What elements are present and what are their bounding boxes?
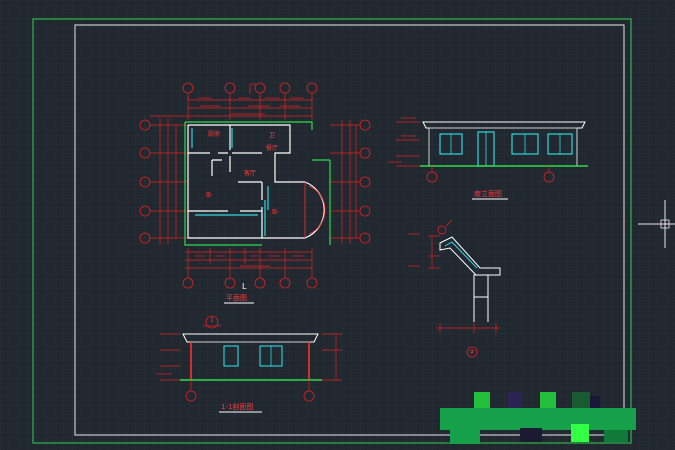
plan-walls — [187, 124, 305, 239]
section-cut-label: L — [242, 282, 247, 291]
sheet-inner-frame — [74, 24, 625, 436]
crosshair-cursor-icon — [638, 200, 675, 248]
plan-bay-window — [262, 181, 325, 239]
plan-site-outline — [184, 121, 331, 246]
plan-bottom-dimensions — [182, 248, 318, 289]
plan-title: 平面图 — [226, 294, 247, 302]
room-label-bed2: 卧 — [272, 208, 278, 216]
plan-cyan-details — [191, 128, 269, 236]
room-label-bed1: 卧 — [206, 191, 212, 199]
room-label-dining: 餐厅 — [266, 144, 278, 152]
room-label-bath: 卫 — [269, 132, 275, 139]
floor-plan[interactable]: 厨房 卫 客厅 卧 餐厅 卧 L 平面图 — [139, 82, 371, 304]
room-label-kitchen: 厨房 — [208, 130, 220, 138]
plan-top-dimensions — [150, 93, 313, 120]
plan-axis-top — [182, 82, 318, 94]
room-label-living: 客厅 — [244, 169, 256, 177]
section-marker: 1 — [210, 317, 214, 324]
eave-detail[interactable]: ② — [408, 219, 501, 358]
plan-axis-right — [330, 119, 371, 244]
section-title: 1-1剖面图 — [221, 402, 253, 411]
sheet-outer-border — [32, 18, 632, 444]
section-1-1[interactable]: 1 1-1剖面图 — [156, 315, 342, 413]
detail-marker: ② — [469, 349, 475, 356]
taskbar-tray-icon[interactable] — [440, 392, 636, 444]
plan-axis-left — [139, 118, 188, 245]
elevation-title: 南立面图 — [474, 189, 502, 198]
south-elevation[interactable]: 南立面图 — [388, 117, 588, 200]
